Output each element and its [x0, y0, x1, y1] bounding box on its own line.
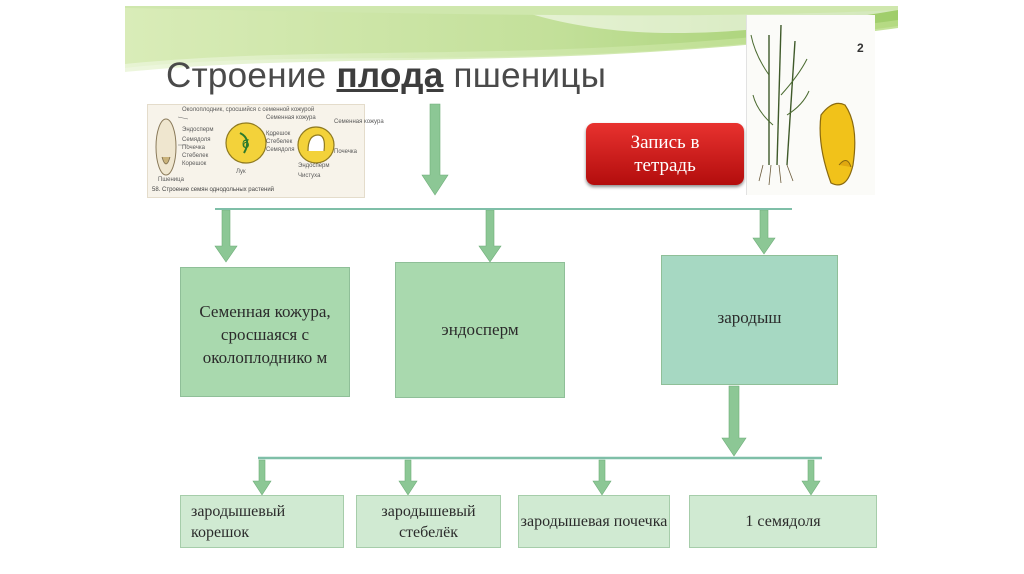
wheat-plant-figure: 2	[746, 15, 875, 195]
record-button-line1: Запись в	[630, 132, 700, 153]
title-prefix: Строение	[166, 56, 327, 95]
title-suffix: пшеницы	[453, 56, 607, 95]
box-endosperm: эндосперм	[395, 262, 565, 398]
arrow-to-embryo	[752, 209, 776, 255]
seed-label-root: Корешок	[182, 161, 207, 167]
bud-label: зародышевая почечка	[520, 513, 668, 530]
stem-label: зародышевый стебелёк	[381, 502, 476, 541]
embryo-label: зародыш	[717, 308, 782, 327]
endosperm-label: эндосперм	[441, 320, 519, 339]
seed-label-wheat: Пшеница	[158, 177, 184, 183]
record-in-notebook-button[interactable]: Запись в тетрадь	[586, 123, 744, 185]
arrow-to-endosperm	[478, 209, 502, 263]
page-title: Строение плода пшеницы	[166, 56, 606, 96]
seed-label-stem-onion: Стебелек	[266, 139, 293, 145]
box-embryonic-stem: зародышевый стебелёк	[356, 495, 501, 548]
seed-figure-caption: 58. Строение семян однодольных растений	[152, 187, 275, 193]
cotyledon-label: 1 семядоля	[745, 512, 821, 530]
seed-coat-label: Семенная кожура, сросшаяся с околоплодни…	[199, 301, 331, 367]
arrow-to-stem	[398, 459, 418, 496]
box-cotyledon: 1 семядоля	[689, 495, 877, 548]
seed-label-pericarp: Околоплодник, сросшийся с семенной кожур…	[182, 107, 315, 113]
arrow-embryo-down	[721, 385, 747, 457]
seed-drawing	[155, 116, 335, 176]
arrow-to-root	[252, 459, 272, 496]
box-embryonic-bud: зародышевая почечка	[518, 495, 670, 548]
seed-label-bud-chistukha: Почечка	[334, 149, 358, 155]
arrow-to-bud	[592, 459, 612, 496]
box-embryo: зародыш	[661, 255, 838, 385]
arrow-to-cotyledon	[801, 459, 821, 496]
seed-marker: б	[242, 137, 250, 151]
seed-structure-figure: Околоплодник, сросшийся с семенной кожур…	[147, 104, 384, 198]
seed-label-root-onion: Корешок	[266, 131, 291, 137]
figure-number: 2	[857, 41, 864, 55]
seed-label-endosperm: Эндосперм	[182, 127, 214, 133]
wheat-drawing	[750, 24, 856, 186]
box-embryonic-root: зародышевый корешок	[180, 495, 344, 548]
record-button-line2: тетрадь	[634, 155, 696, 176]
seed-label-endosperm-chistukha: Эндосперм	[298, 163, 330, 169]
arrow-to-seed-coat	[214, 209, 238, 263]
seed-label-bud: Почечка	[182, 145, 206, 151]
seed-label-chistukha: Чистуха	[298, 173, 321, 179]
seed-label-cotyledon-onion: Семядоля	[266, 147, 295, 153]
title-bold-word: плода	[336, 56, 444, 95]
seed-label-stem: Стебелек	[182, 153, 209, 159]
seed-label-coat-onion: Семенная кожура	[266, 115, 316, 121]
seed-label-cotyledon: Семядоля	[182, 137, 211, 143]
seed-label-coat-chistukha: Семенная кожура	[334, 119, 384, 125]
seed-label-onion: Лук	[236, 169, 246, 175]
box-seed-coat: Семенная кожура, сросшаяся с околоплодни…	[180, 267, 350, 397]
root-label: зародышевый корешок	[191, 502, 286, 541]
